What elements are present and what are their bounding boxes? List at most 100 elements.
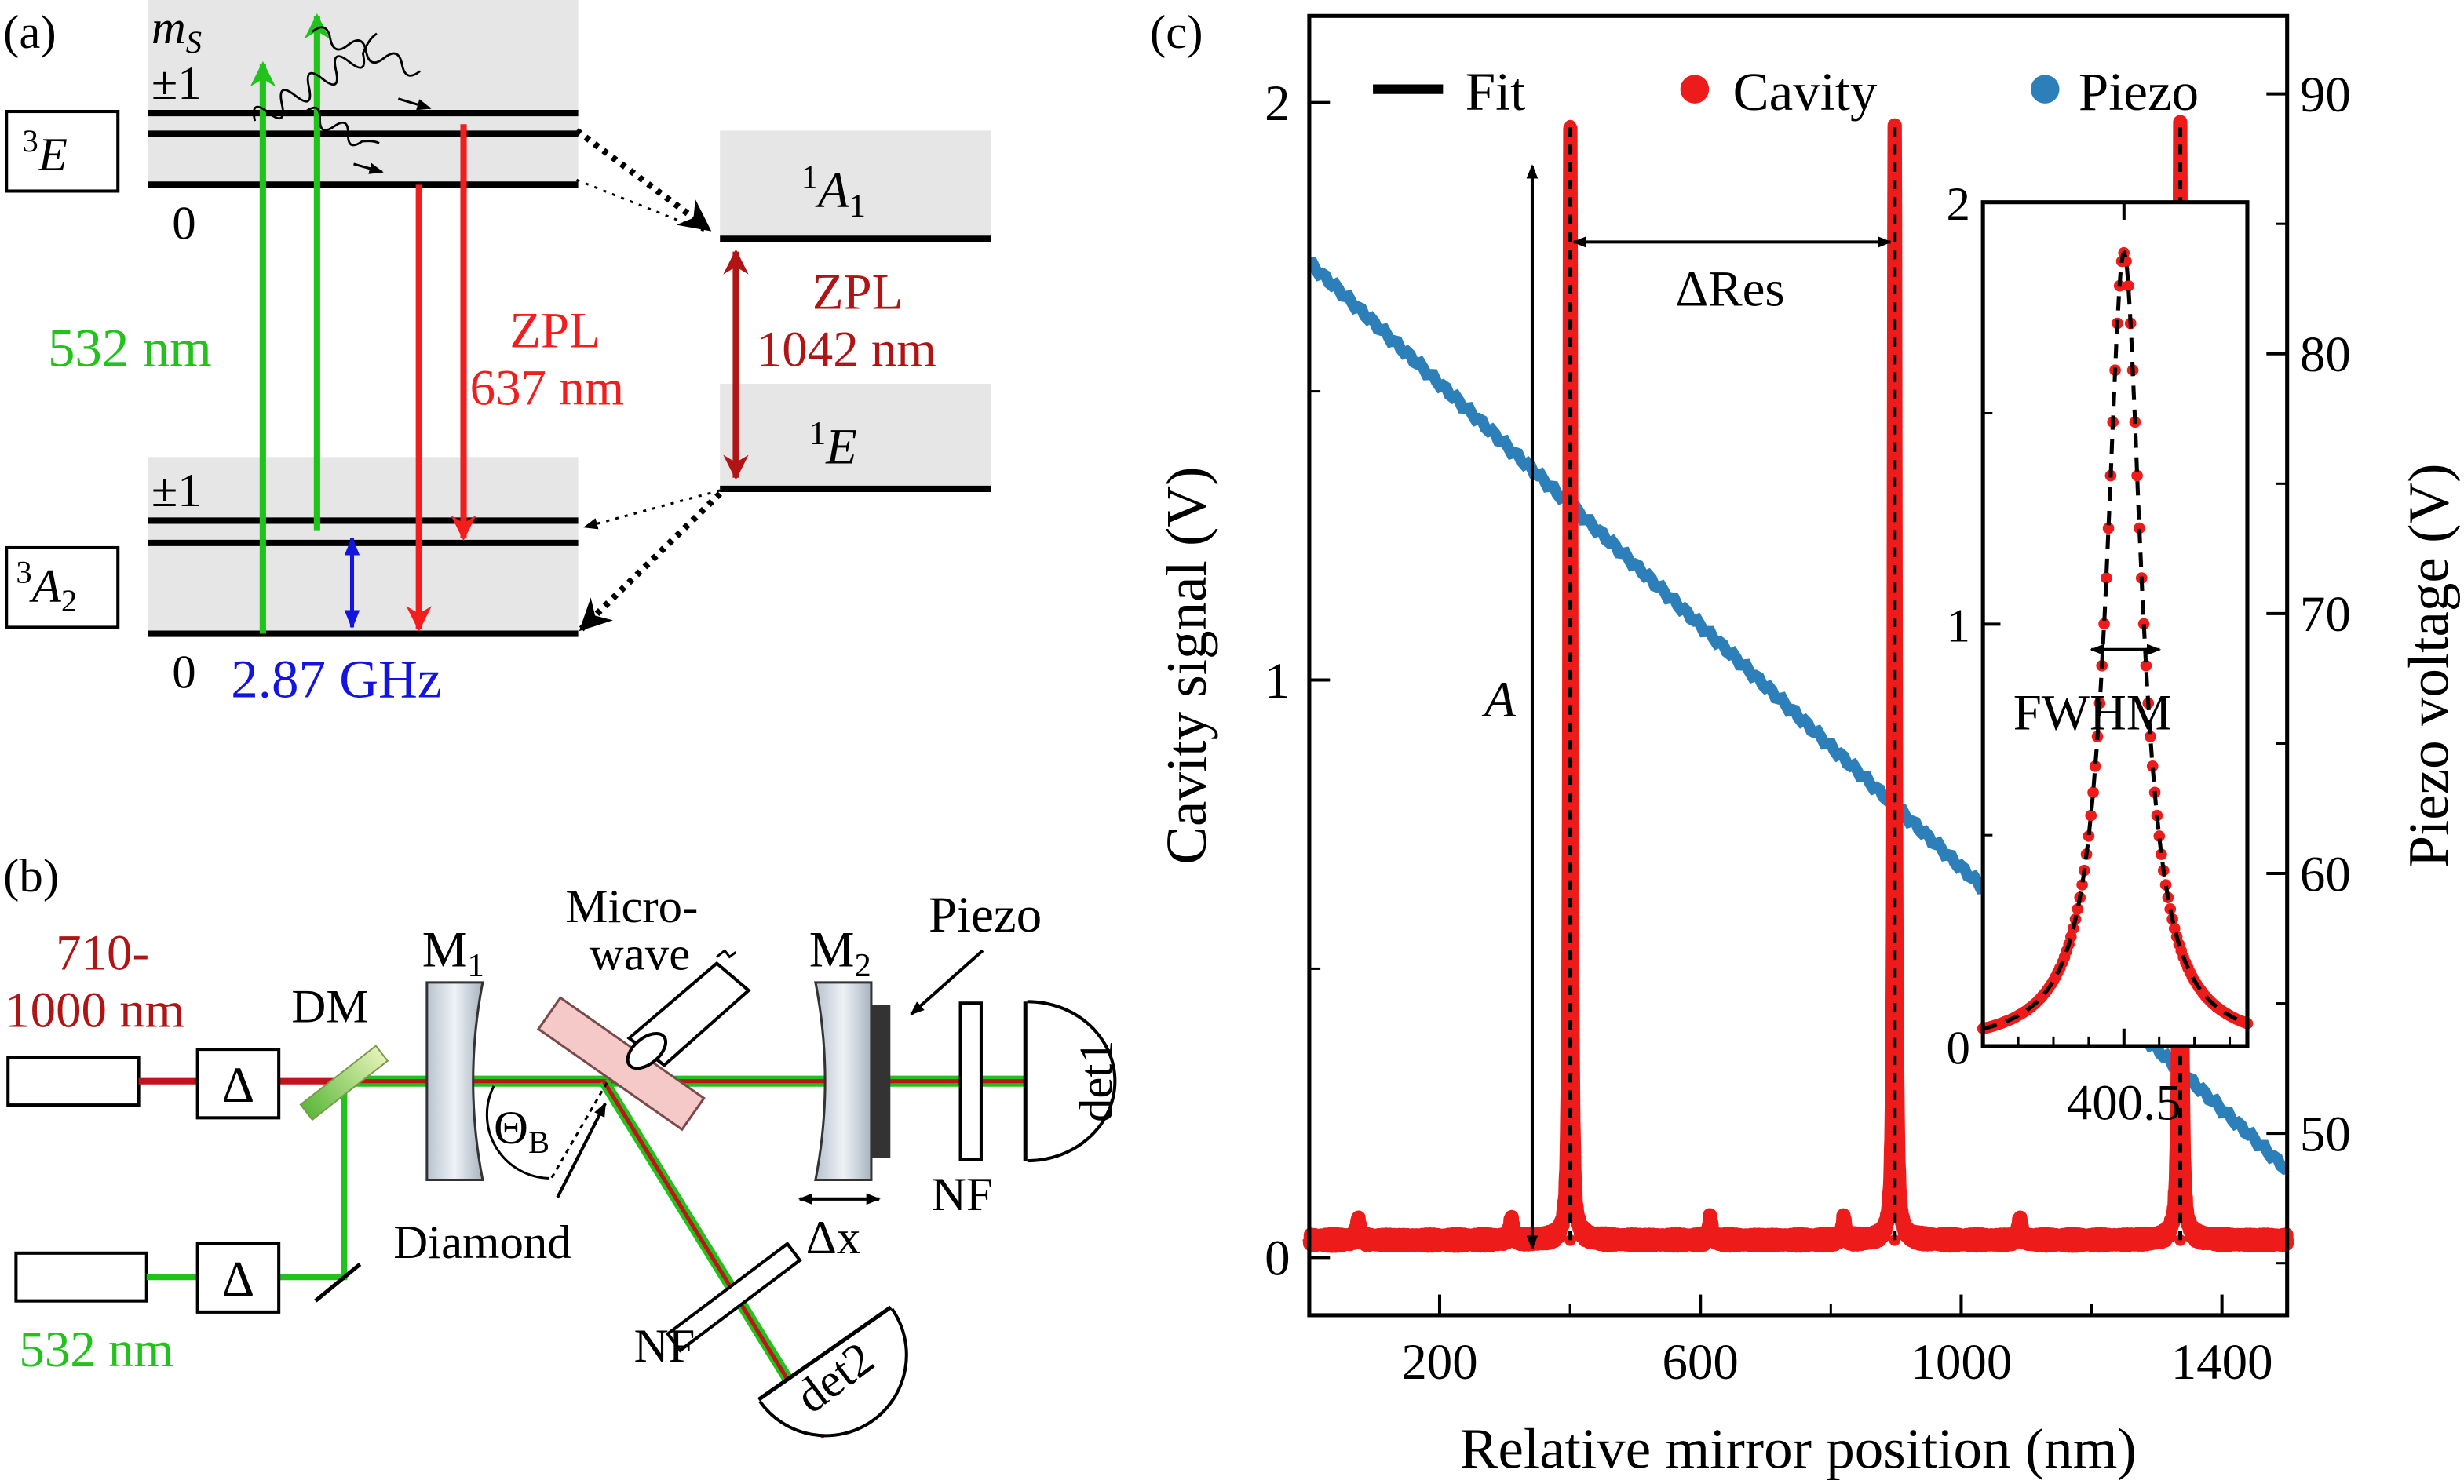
cavity-point-peak-1 <box>1564 259 1576 271</box>
cavity-point-peak-1 <box>1564 732 1576 745</box>
y-tick-label: 0 <box>1265 1231 1290 1287</box>
cavity-point-peak-2 <box>1889 621 1901 633</box>
legend: Fit Cavity Piezo <box>1373 62 2199 122</box>
inset-cavity-point <box>2153 830 2166 842</box>
attenuator-red-label: Δ <box>222 1057 255 1114</box>
red-laser-source <box>6 1056 141 1107</box>
green-laser-source <box>14 1251 148 1303</box>
es-pm1-label: ±1 <box>151 57 202 110</box>
y2-tick-label: 90 <box>2300 67 2351 123</box>
inset-cavity-point <box>2137 618 2150 630</box>
cavity-point-peak-2 <box>1889 816 1901 829</box>
cavity-point-peak-2 <box>1889 1095 1901 1107</box>
inset-cavity-point <box>2146 760 2159 772</box>
surface-normal <box>548 1081 608 1183</box>
cavity-point-peak-1 <box>1564 482 1576 494</box>
cavity-point-peak-1 <box>1564 203 1576 215</box>
state-3e-box <box>5 109 120 193</box>
cavity-point-peak-3 <box>2174 1095 2186 1107</box>
y2-axis-label: Piezo voltage (V) <box>2397 464 2461 868</box>
cavity-point-peak-1 <box>1564 398 1576 410</box>
piezo-element <box>871 1005 891 1158</box>
wavy-relaxation-3 <box>305 106 380 147</box>
amplitude-label: A <box>1481 672 1516 728</box>
isc-return-thick <box>579 491 723 632</box>
steering-mirror <box>314 1263 362 1303</box>
dichroic-mirror <box>299 1045 389 1121</box>
inset-x-tick-label: 400.5 <box>2067 1074 2181 1131</box>
y2-tick-label: 80 <box>2300 326 2351 383</box>
cavity-point-peak-1 <box>1564 1234 1576 1246</box>
cavity-point-peak-1 <box>1564 1206 1576 1219</box>
panel-c-label: (c) <box>1150 6 1203 59</box>
y2-tick-label: 70 <box>2300 586 2351 643</box>
inset-cavity-point <box>2089 760 2101 772</box>
nf-label-2: NF <box>634 1320 695 1373</box>
cavity-point-peak-2 <box>1889 955 1901 968</box>
cavity-point-peak-1 <box>1564 676 1576 689</box>
legend-cavity-swatch <box>1680 75 1710 104</box>
relaxation-arrowhead-2 <box>353 162 384 174</box>
inset-y-tick-label: 1 <box>1946 600 1969 653</box>
attenuator-green-label: Δ <box>222 1252 255 1308</box>
relaxation-arrowhead-1 <box>397 97 432 111</box>
microwave-antenna <box>626 949 751 1070</box>
cavity-point-peak-2 <box>1889 538 1901 549</box>
cavity-point-peak-1 <box>1564 621 1576 633</box>
y-tick-label: 1 <box>1265 653 1290 709</box>
inset-cavity-point <box>2083 830 2095 842</box>
inset-cavity-point <box>2123 279 2134 292</box>
inset-cavity-point <box>2164 903 2177 915</box>
det1-label: det1 <box>1070 1040 1122 1122</box>
cavity-point-peak-2 <box>1889 119 1901 132</box>
inset-cavity-point <box>2076 879 2088 891</box>
x-tick-label: 1000 <box>1911 1334 2013 1391</box>
inset-cavity-point <box>2098 618 2110 630</box>
legend-fit-label: Fit <box>1466 62 1526 122</box>
dm-label: DM <box>291 981 368 1034</box>
zpl-637-line2: 637 nm <box>470 359 625 416</box>
mirror-m2 <box>814 981 873 1181</box>
cavity-point-peak-2 <box>1889 482 1901 494</box>
m2-label: M2 <box>809 922 871 984</box>
microwave-frequency-label: 2.87 GHz <box>231 650 441 709</box>
cavity-point-peak-1 <box>1564 955 1576 968</box>
wavy-relaxation-1 <box>252 32 378 122</box>
gs-pm1-label: ±1 <box>151 465 202 517</box>
isc-arrow-thick <box>575 128 712 232</box>
state-3e-label: 3E <box>22 123 67 181</box>
inset-background <box>1983 202 2247 1047</box>
state-3a2-box <box>5 545 120 629</box>
notch-filter-2 <box>665 1242 802 1353</box>
legend-piezo-swatch <box>2031 75 2060 104</box>
isc-return-thin <box>582 489 721 530</box>
y2-tick-label: 50 <box>2300 1106 2351 1162</box>
panel-a-label: (a) <box>3 6 57 59</box>
inset-cavity-point <box>2072 903 2084 915</box>
mirror-m1 <box>425 981 484 1181</box>
inset-cavity-point <box>2131 469 2143 482</box>
state-1e-label: 1E <box>809 415 857 475</box>
wavy-relaxation-2 <box>311 26 421 77</box>
y-tick-label: 2 <box>1265 75 1290 132</box>
cavity-point-peak-1 <box>1564 342 1576 355</box>
y2-tick-label: 60 <box>2300 846 2351 902</box>
inset-fit-line <box>1982 249 2248 1031</box>
cavity-point-peak-1 <box>1564 872 1576 884</box>
legend-cavity-label: Cavity <box>1733 62 1878 122</box>
excited-state-band <box>148 0 579 188</box>
diamond-label: Diamond <box>393 1216 571 1269</box>
cavity-point-peak-2 <box>1889 593 1901 606</box>
red-laser-wavelength-line1: 710- <box>56 925 149 982</box>
panel-a: (a) mS ±1 0 ±1 0 3E 3A2 1A1 1E <box>3 0 991 709</box>
zpl-1042-line2: 1042 nm <box>757 322 936 378</box>
inset-cavity-point <box>2085 809 2097 822</box>
x-tick-label: 200 <box>1401 1334 1477 1391</box>
cavity-series-line <box>1302 115 2294 1253</box>
inset-cavity-point <box>2140 660 2152 672</box>
cavity-point-peak-2 <box>1889 676 1901 689</box>
theta-arc <box>485 1085 550 1180</box>
inset-cavity-point <box>2087 786 2099 799</box>
